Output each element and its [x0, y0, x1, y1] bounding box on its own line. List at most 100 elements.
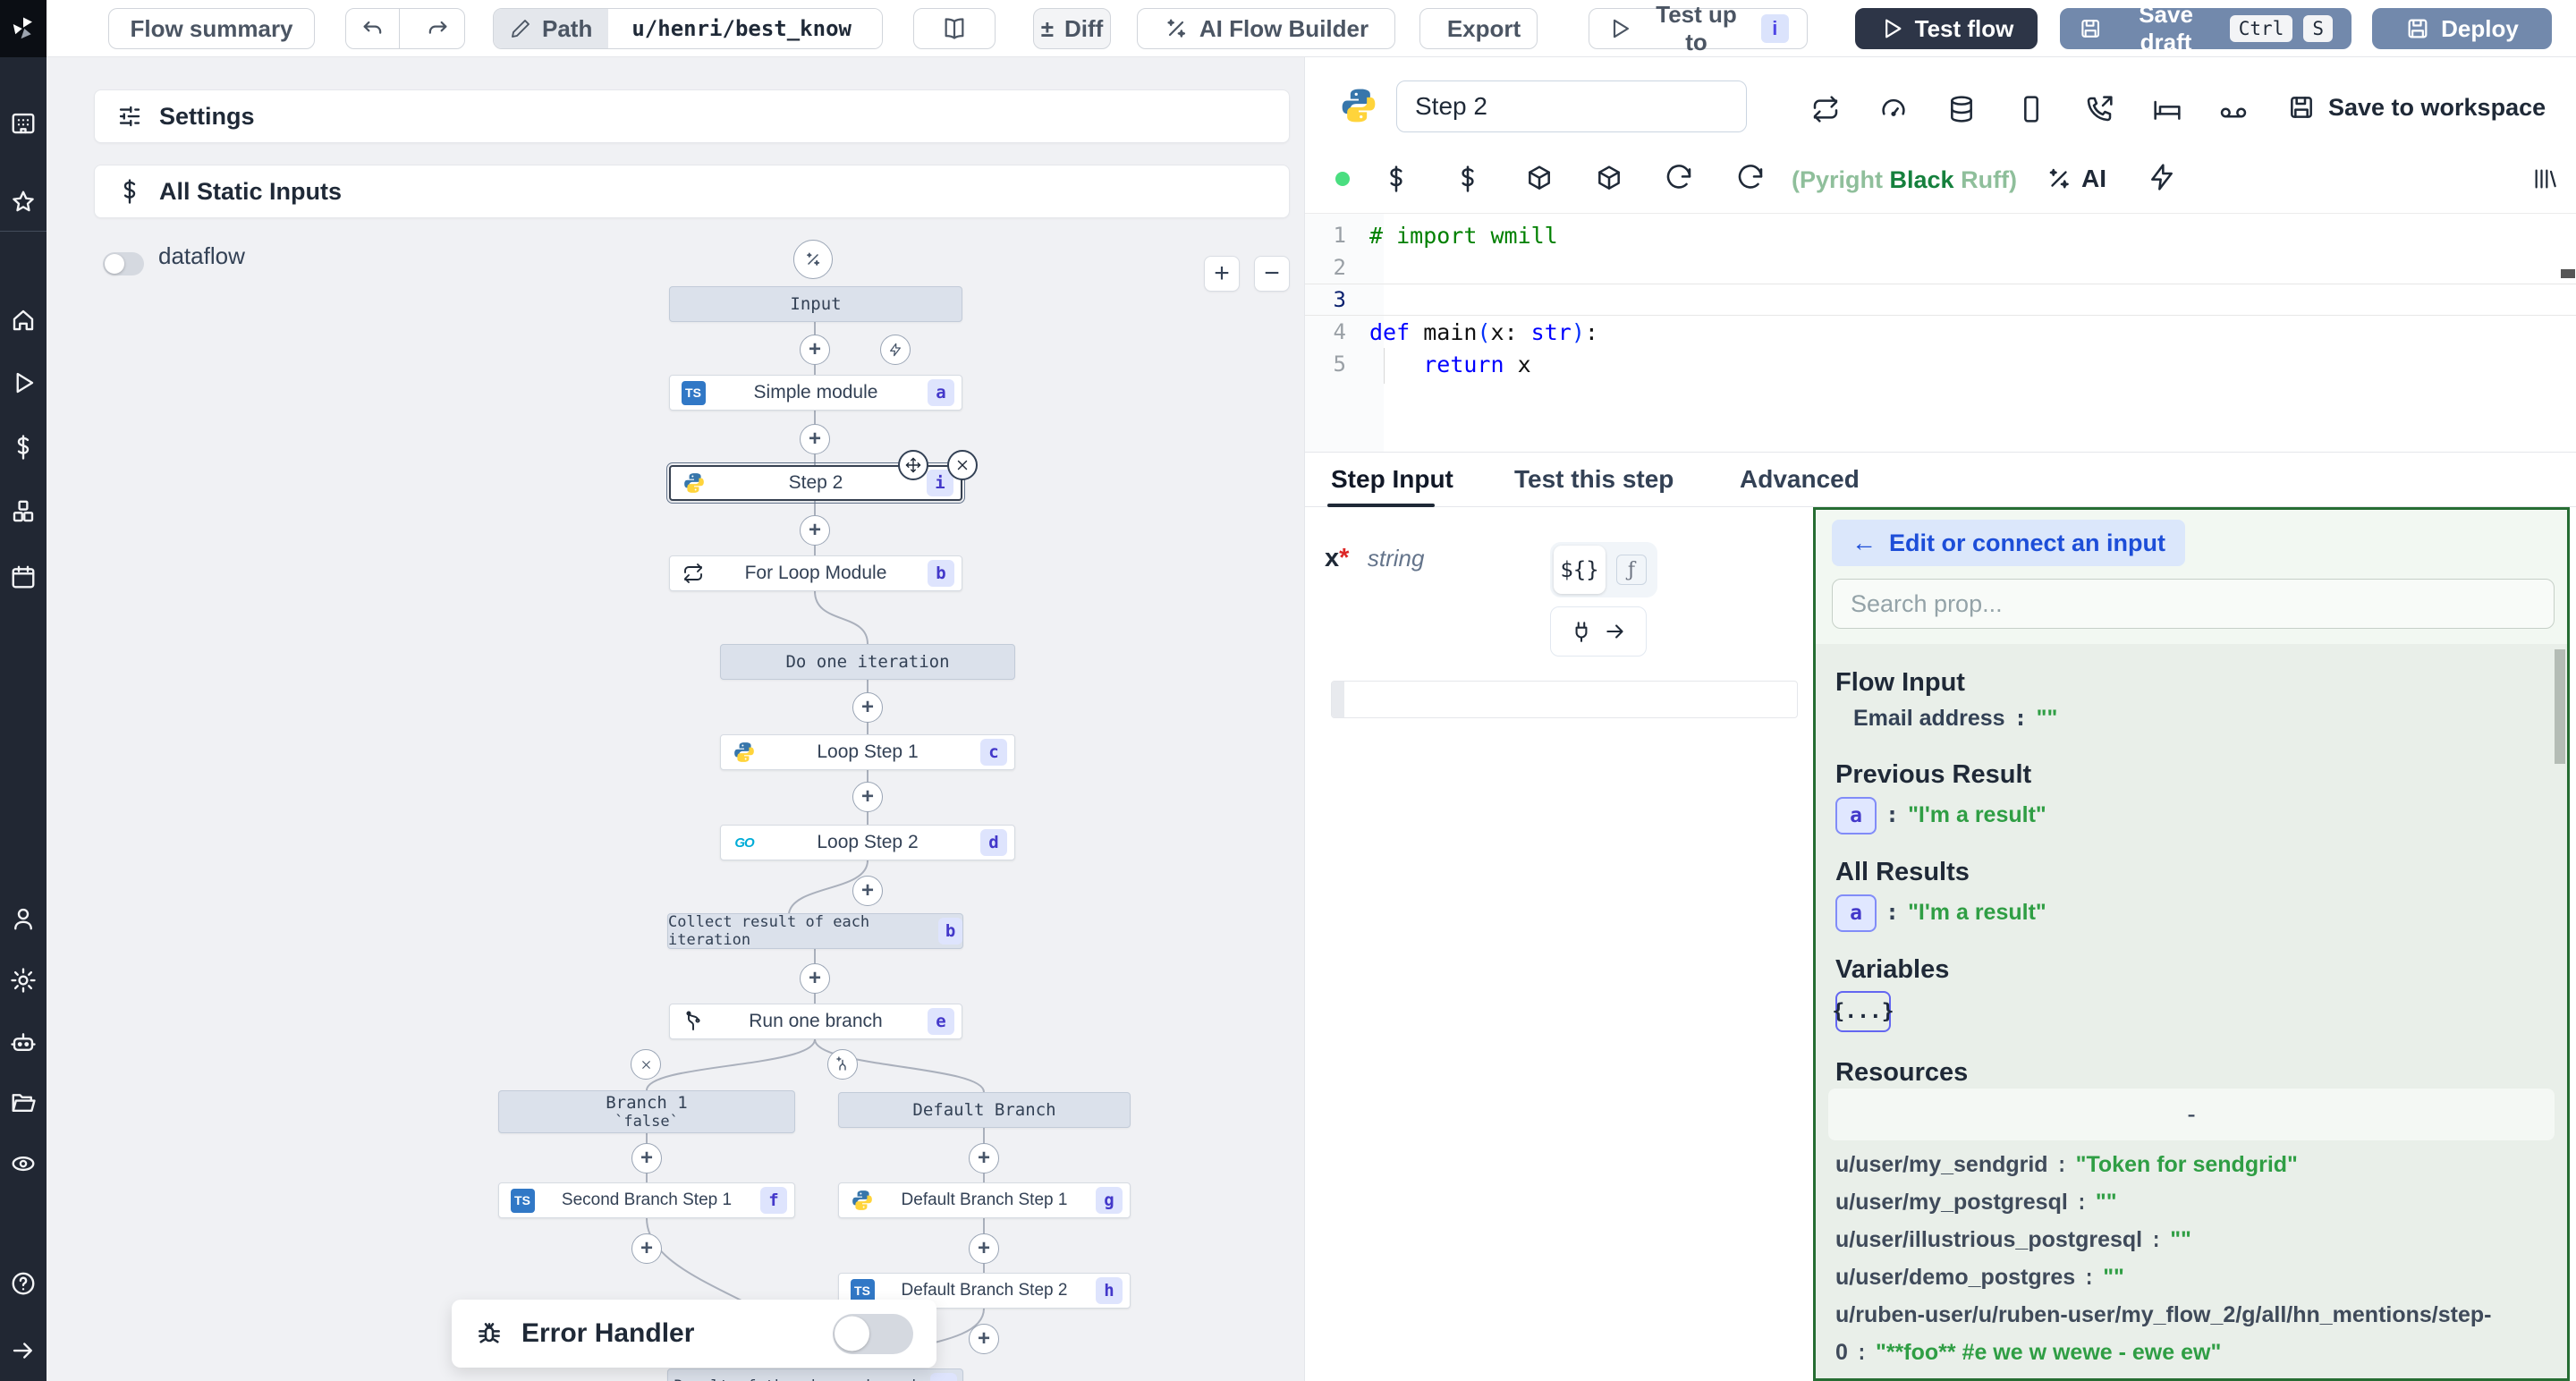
prop-picker-scroll[interactable]: Flow Input Email address:"" Previous Res…: [1816, 644, 2567, 1378]
add-step-button[interactable]: +: [969, 1324, 999, 1354]
tab-advanced[interactable]: Advanced: [1740, 465, 1860, 493]
connect-input-button[interactable]: [1550, 606, 1647, 657]
add-step-button[interactable]: +: [631, 1143, 662, 1173]
zoom-out-button[interactable]: −: [1254, 256, 1290, 292]
sidebar-item-help[interactable]: [10, 1270, 37, 1297]
add-step-button[interactable]: +: [800, 335, 830, 365]
sidebar-item-workers[interactable]: [10, 1029, 37, 1055]
move-step-button[interactable]: [898, 450, 928, 480]
all-static-inputs-card[interactable]: All Static Inputs: [94, 165, 1290, 218]
add-step-button[interactable]: +: [800, 963, 830, 994]
save-to-workspace-button[interactable]: Save to workspace: [2287, 93, 2546, 122]
search-prop-input[interactable]: [1832, 579, 2555, 629]
sidebar-item-resources[interactable]: [10, 498, 37, 525]
node-branch1[interactable]: Branch 1 `false`: [498, 1090, 795, 1133]
sidebar-item-home[interactable]: [10, 307, 37, 334]
zoom-in-button[interactable]: +: [1204, 256, 1240, 292]
sidebar-item-audit[interactable]: [10, 1150, 37, 1177]
ai-gen-button[interactable]: AI: [2046, 165, 2106, 193]
export-button[interactable]: Export: [1419, 8, 1538, 49]
prop-row-all-results[interactable]: a:"I'm a result": [1835, 892, 2046, 933]
node-run-one-branch[interactable]: Run one branch e: [669, 1004, 962, 1039]
dollar-icon[interactable]: [1453, 165, 1482, 193]
node-default-branch-step2[interactable]: TS Default Branch Step 2 h: [838, 1273, 1131, 1309]
path-edit-button[interactable]: Path: [494, 9, 609, 48]
node-loop-step2[interactable]: GO Loop Step 2 d: [720, 825, 1015, 860]
windmill-logo[interactable]: [0, 0, 47, 57]
add-step-button[interactable]: +: [800, 515, 830, 546]
sidebar-item-favorites[interactable]: [10, 189, 37, 216]
node-default-branch[interactable]: Default Branch: [838, 1092, 1131, 1128]
add-step-button[interactable]: +: [852, 876, 883, 906]
sidebar-item-settings[interactable]: [10, 967, 37, 994]
sidebar-collapse-button[interactable]: [10, 1337, 37, 1364]
flow-canvas[interactable]: Settings All Static Inputs dataflow + −: [47, 57, 1304, 1381]
docs-button[interactable]: [913, 8, 996, 49]
tab-test-this-step[interactable]: Test this step: [1514, 465, 1674, 493]
flow-settings-card[interactable]: Settings: [94, 89, 1290, 143]
resource-row[interactable]: u/user/my_sendgrid:"Token for sendgrid": [1835, 1151, 2298, 1177]
database-icon[interactable]: [1947, 95, 1976, 123]
path-input[interactable]: u/henri/best_know: [619, 9, 882, 48]
rotate-cw-icon[interactable]: [1736, 165, 1765, 193]
function-mode-button[interactable]: ƒ: [1609, 546, 1654, 594]
add-step-button[interactable]: +: [969, 1143, 999, 1173]
voicemail-icon[interactable]: [2219, 98, 2248, 127]
step-id-badge[interactable]: a: [1835, 797, 1877, 835]
add-step-button[interactable]: +: [631, 1233, 662, 1264]
back-to-edit-button[interactable]: ← Edit or connect an input: [1832, 520, 2185, 566]
resource-row[interactable]: u/user/my_postgresql:"": [1835, 1189, 2117, 1215]
dataflow-toggle[interactable]: [103, 252, 144, 275]
resources-filter-box[interactable]: -: [1828, 1089, 2555, 1140]
add-step-button[interactable]: +: [969, 1233, 999, 1264]
sidebar-item-variables[interactable]: [10, 434, 37, 461]
diff-button[interactable]: ±Diff: [1033, 8, 1111, 49]
prop-row-email[interactable]: Email address:"": [1853, 705, 2058, 731]
ai-flow-builder-button[interactable]: AI Flow Builder: [1137, 8, 1395, 49]
bolt-icon[interactable]: [2148, 163, 2176, 191]
package-icon[interactable]: [1525, 165, 1554, 193]
add-step-button[interactable]: +: [852, 692, 883, 723]
template-mode-button[interactable]: ${}: [1554, 546, 1606, 594]
repeat-icon[interactable]: [1811, 95, 1840, 123]
resource-row[interactable]: u/user/illustrious_postgresql:"": [1835, 1226, 2191, 1252]
ai-suggest-button[interactable]: [793, 240, 833, 279]
sidebar-item-workspace[interactable]: [10, 110, 37, 137]
scrollbar-thumb[interactable]: [2555, 649, 2565, 764]
prop-row-previous-result[interactable]: a:"I'm a result": [1835, 794, 2046, 835]
resource-row[interactable]: u/ruben-user/u/ruben-user/my_flow_2/g/al…: [1835, 1302, 2492, 1365]
phone-call-icon[interactable]: [2085, 95, 2114, 123]
test-flow-button[interactable]: Test flow: [1855, 8, 2038, 49]
node-for-loop[interactable]: For Loop Module b: [669, 555, 962, 591]
node-collect-result[interactable]: Collect result of each iteration b: [667, 913, 963, 949]
add-step-button[interactable]: +: [800, 424, 830, 454]
smartphone-icon[interactable]: [2017, 95, 2046, 123]
add-branch-button[interactable]: [827, 1049, 858, 1080]
gauge-icon[interactable]: [1879, 95, 1908, 123]
bed-icon[interactable]: [2153, 95, 2182, 123]
sidebar-item-folders[interactable]: [10, 1089, 37, 1116]
sidebar-item-schedules[interactable]: [10, 563, 37, 590]
node-input[interactable]: Input: [669, 286, 962, 322]
error-handler-toggle[interactable]: [833, 1313, 913, 1354]
node-second-branch-step1[interactable]: TS Second Branch Step 1 f: [498, 1182, 795, 1218]
sidebar-item-users[interactable]: [10, 905, 37, 932]
tab-step-input[interactable]: Step Input: [1331, 465, 1453, 493]
remove-branch-button[interactable]: [631, 1049, 661, 1080]
error-handler-card[interactable]: Error Handler: [452, 1300, 936, 1368]
package-icon[interactable]: [1595, 165, 1623, 193]
step-id-badge[interactable]: a: [1835, 894, 1877, 933]
node-do-one-iteration[interactable]: Do one iteration: [720, 644, 1015, 680]
redo-button[interactable]: [411, 9, 464, 48]
flow-summary-button[interactable]: Flow summary: [108, 8, 315, 49]
node-loop-step1[interactable]: Loop Step 1 c: [720, 734, 1015, 770]
node-simple-module[interactable]: TS Simple module a: [669, 375, 962, 411]
variables-badge[interactable]: {...}: [1832, 991, 1894, 1032]
static-inputs-icon[interactable]: [1382, 165, 1411, 193]
node-default-branch-step1[interactable]: Default Branch Step 1 g: [838, 1182, 1131, 1218]
deploy-button[interactable]: Deploy: [2372, 8, 2552, 49]
delete-step-button[interactable]: [947, 450, 978, 480]
